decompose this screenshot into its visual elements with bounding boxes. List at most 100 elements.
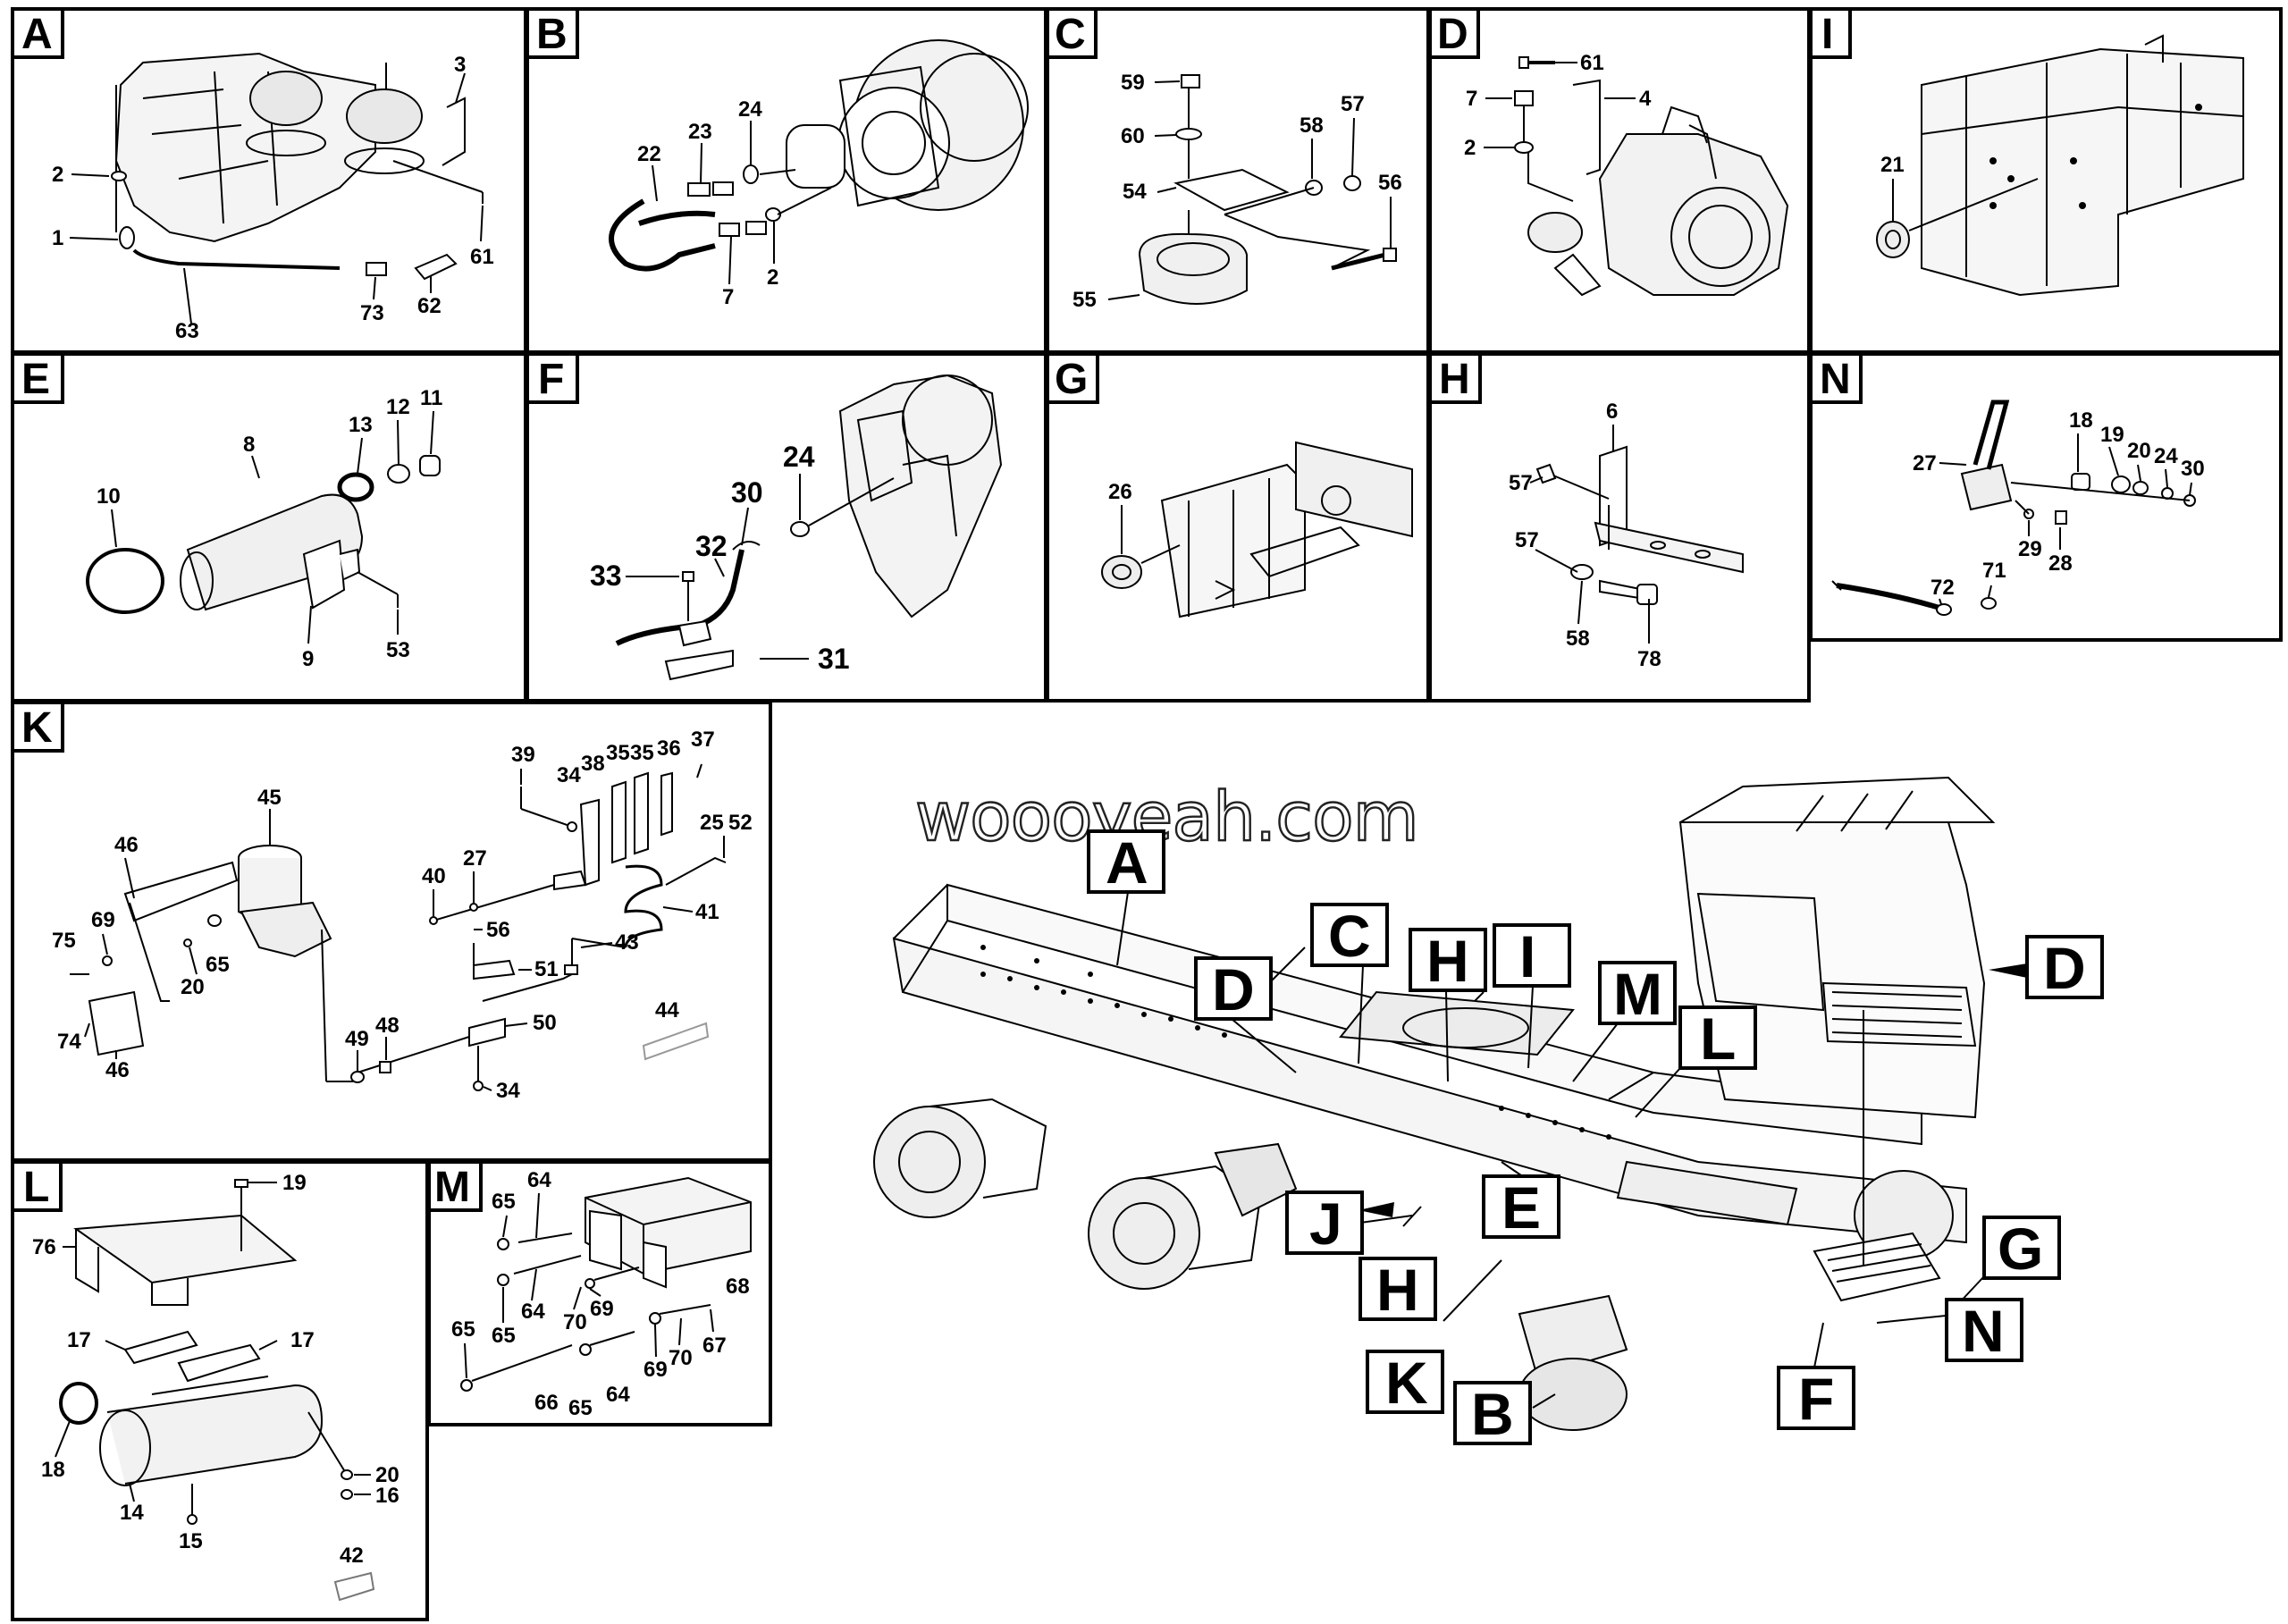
callout-k-36: 36 — [657, 736, 681, 761]
callout-b-23: 23 — [688, 120, 712, 144]
callout-k-45: 45 — [257, 786, 282, 810]
valve-55-drawing — [1138, 232, 1248, 305]
callout-k-39: 39 — [511, 743, 535, 767]
callout-n-29: 29 — [2018, 537, 2042, 561]
panel-m-label: M — [434, 1164, 470, 1211]
bracket-9 — [302, 539, 346, 610]
callout-n-24: 24 — [2154, 444, 2178, 468]
callout-k-34b: 34 — [496, 1079, 520, 1103]
callout-e-9: 9 — [302, 647, 314, 671]
callout-d-4: 4 — [1639, 87, 1652, 111]
panel-c-label: C — [1055, 11, 1086, 58]
main-label-f: F — [1798, 1366, 1834, 1432]
callout-m-65a: 65 — [492, 1190, 516, 1214]
callout-m-66: 66 — [534, 1391, 559, 1415]
engine-drawing — [838, 374, 1003, 618]
callout-h-57b: 57 — [1515, 528, 1539, 552]
bar-44 — [642, 1022, 710, 1061]
callout-h-58: 58 — [1566, 627, 1590, 651]
callout-m-70b: 70 — [669, 1346, 693, 1370]
callout-l-76: 76 — [32, 1235, 56, 1259]
callout-a-61: 61 — [470, 245, 494, 269]
panel-d — [1514, 56, 1789, 297]
callout-k-75: 75 — [52, 929, 76, 953]
callout-a-1: 1 — [52, 226, 63, 250]
callout-k-27: 27 — [463, 846, 487, 871]
bracket-46-bottom — [88, 990, 145, 1056]
main-label-n: N — [1962, 1298, 2005, 1364]
panel-badges: A B C D I E F G H N K L M — [11, 7, 1863, 1212]
front-axle-drawing — [1518, 1294, 1628, 1378]
callout-h-78: 78 — [1637, 647, 1661, 671]
callout-k-46a: 46 — [114, 833, 139, 857]
callout-e-11: 11 — [420, 386, 442, 410]
callout-n-30: 30 — [2181, 457, 2205, 481]
callout-k-40: 40 — [422, 864, 446, 888]
callout-l-18: 18 — [41, 1458, 65, 1482]
callout-m-65d: 65 — [568, 1396, 593, 1420]
main-label-d-front: D — [2043, 935, 2086, 1001]
main-label-c: C — [1328, 903, 1371, 969]
callout-k-46b: 46 — [105, 1058, 130, 1082]
axle-bracket-drawing — [114, 52, 376, 243]
callout-m-69a: 69 — [590, 1297, 614, 1321]
air-spring-drawing — [249, 71, 323, 126]
panel-l — [59, 1179, 375, 1602]
callout-n-28: 28 — [2048, 551, 2073, 576]
panel-d-label: D — [1437, 11, 1468, 58]
main-label-g: G — [1998, 1216, 2043, 1282]
tank-clamp-10 — [86, 548, 164, 614]
callout-f-31: 31 — [818, 643, 850, 675]
callout-l-19: 19 — [282, 1171, 307, 1195]
callout-n-71: 71 — [1982, 559, 2006, 583]
callout-c-57: 57 — [1341, 92, 1365, 116]
step-plate — [1813, 1232, 1941, 1302]
callout-b-7: 7 — [722, 285, 734, 309]
callout-c-55: 55 — [1072, 288, 1097, 312]
callout-k-20: 20 — [181, 975, 205, 999]
callout-e-53: 53 — [386, 638, 410, 662]
panel-m-frame — [427, 1160, 772, 1426]
bracket-31 — [664, 649, 734, 681]
nut-59 — [1181, 74, 1200, 88]
panel-b — [609, 39, 1029, 272]
callout-m-70a: 70 — [563, 1310, 587, 1334]
callout-m-64c: 64 — [606, 1383, 630, 1407]
callout-m-64a: 64 — [527, 1168, 551, 1192]
callout-a-3: 3 — [454, 53, 466, 77]
panel-i-label: I — [1821, 11, 1833, 58]
callout-k-49: 49 — [345, 1027, 369, 1051]
callout-l-42: 42 — [340, 1544, 364, 1568]
callout-h-6: 6 — [1606, 400, 1618, 424]
callout-e-10: 10 — [97, 484, 121, 509]
clamp-18 — [59, 1382, 98, 1425]
callout-k-51: 51 — [534, 957, 559, 981]
grommet-26 — [1101, 555, 1142, 589]
bracket-46-top — [123, 861, 239, 922]
callout-d-7: 7 — [1466, 87, 1477, 111]
callout-a-62: 62 — [417, 294, 442, 318]
fitting-42 — [333, 1571, 375, 1602]
callout-k-34a: 34 — [557, 763, 581, 787]
callout-d-2: 2 — [1464, 136, 1476, 160]
main-label-b: B — [1471, 1381, 1514, 1447]
callout-k-43: 43 — [615, 930, 639, 955]
callout-n-72: 72 — [1930, 576, 1955, 600]
callout-k-38: 38 — [581, 752, 605, 776]
panel-i — [1876, 34, 2244, 297]
panel-l-label: L — [23, 1164, 49, 1211]
panel-e — [86, 455, 441, 614]
callout-b-24: 24 — [738, 97, 762, 122]
callout-k-35b: 35 — [630, 741, 654, 765]
tank-bracket-76 — [73, 1214, 298, 1284]
callout-c-60: 60 — [1121, 124, 1145, 148]
hose-63-drawing — [132, 248, 341, 270]
callout-f-24: 24 — [783, 441, 815, 473]
panel-f — [615, 374, 1003, 681]
callout-b-22: 22 — [637, 142, 661, 166]
callout-m-67: 67 — [702, 1334, 727, 1358]
callout-a-63: 63 — [175, 319, 199, 343]
panel-f-label: F — [538, 356, 564, 403]
callout-h-57a: 57 — [1509, 471, 1533, 495]
